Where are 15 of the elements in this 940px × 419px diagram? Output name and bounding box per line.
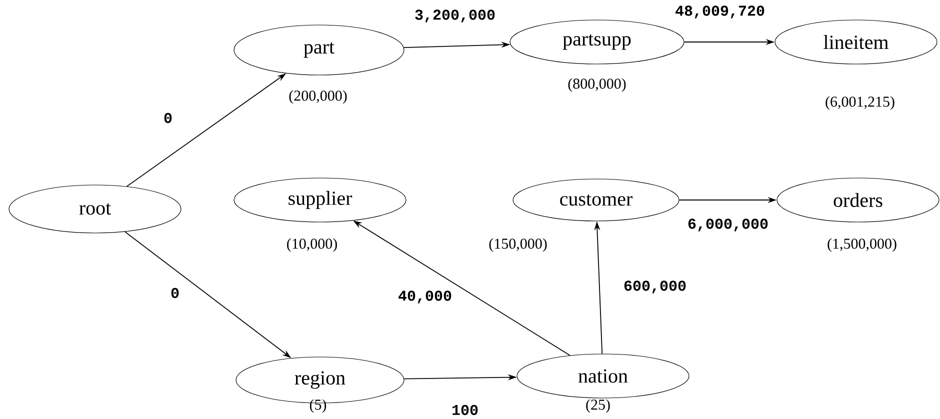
row-count: (6,001,215) [826,96,894,110]
edge-label: 40,000 [398,290,452,304]
edge-label: 3,200,000 [415,10,495,22]
edge-label: 6,000,000 [688,218,768,232]
edge-label: 100 [452,404,478,416]
row-count: (800,000) [568,78,626,92]
edge-label: 48,009,720 [676,6,764,18]
edge-label: 0 [171,288,179,298]
row-count: (25) [586,399,610,413]
row-count: (150,000) [489,238,547,252]
row-count: (200,000) [289,90,347,104]
row-count: (10,000) [287,238,337,252]
edge-label: 600,000 [624,280,686,294]
row-count: (1,500,000) [828,238,896,252]
edge-label: 0 [164,112,172,124]
